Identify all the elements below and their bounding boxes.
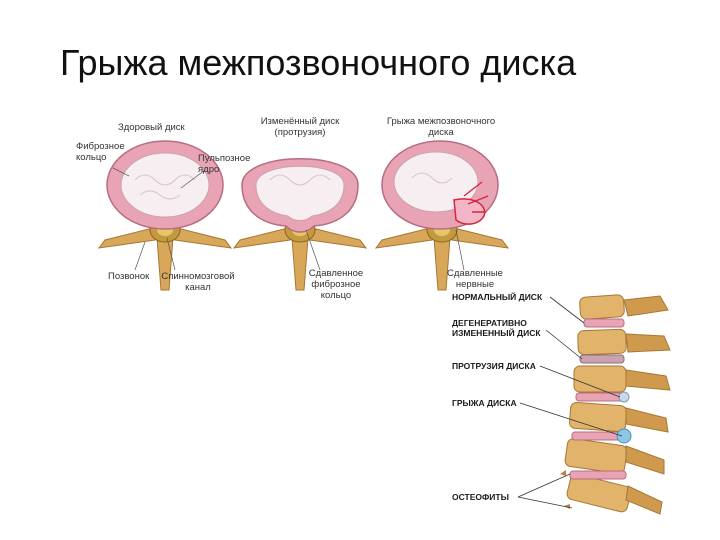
spine-label-hernia: ГРЫЖА ДИСКА <box>452 398 517 408</box>
hernia-disc-illustration <box>374 140 510 291</box>
slide-title: Грыжа межпозвоночного диска <box>60 42 577 83</box>
healthy-disc-caption: Здоровый диск <box>118 122 185 133</box>
nucleus-label: Пульпозное ядро <box>198 153 251 175</box>
spinal-canal-label: Спинномозговой канал <box>161 271 235 293</box>
spine-label-degenerative-disc: ДЕГЕНЕРАТИВНО ИЗМЕНЕННЫЙ ДИСК <box>452 318 541 338</box>
compressed-nerves-label: Сдавленные нервные <box>447 268 503 290</box>
spine-label-protrusion: ПРОТРУЗИЯ ДИСКА <box>452 361 536 371</box>
vertebra-label: Позвонок <box>108 271 150 282</box>
protrusion-disc-illustration <box>232 158 368 291</box>
healthy-disc-illustration <box>97 140 233 291</box>
compressed-ring-label: Сдавленное фиброзное кольцо <box>308 268 364 301</box>
spine-label-normal-disc: НОРМАЛЬНЫЙ ДИСК <box>452 292 543 302</box>
fibrous-ring-label: Фиброзное кольцо <box>76 141 125 163</box>
spine-label-osteophytes: ОСТЕОФИТЫ <box>452 492 509 502</box>
hernia-disc-caption: Грыжа межпозвоночного диска <box>386 116 496 138</box>
protrusion-disc-caption: Изменённый диск (протрузия) <box>260 116 340 138</box>
